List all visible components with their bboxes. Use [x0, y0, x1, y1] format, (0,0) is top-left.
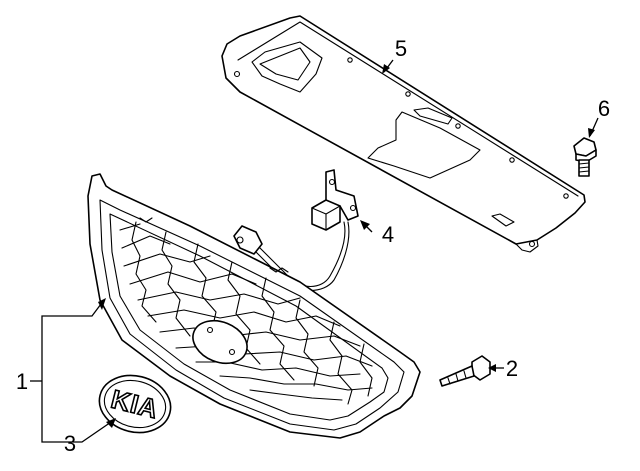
radiator-cover-panel	[221, 15, 586, 253]
callout-1: 1	[16, 369, 28, 394]
leader-lines	[30, 59, 599, 443]
callout-5: 5	[395, 36, 407, 61]
screw-part-2	[439, 355, 491, 387]
callout-3: 3	[64, 431, 76, 456]
callout-2: 2	[506, 356, 518, 381]
callout-4: 4	[382, 222, 394, 247]
callout-6: 6	[598, 96, 610, 121]
radiator-grille-part-1	[87, 173, 421, 439]
kia-emblem-part-3: KIA	[98, 374, 172, 434]
bolt-part-6	[573, 137, 597, 177]
